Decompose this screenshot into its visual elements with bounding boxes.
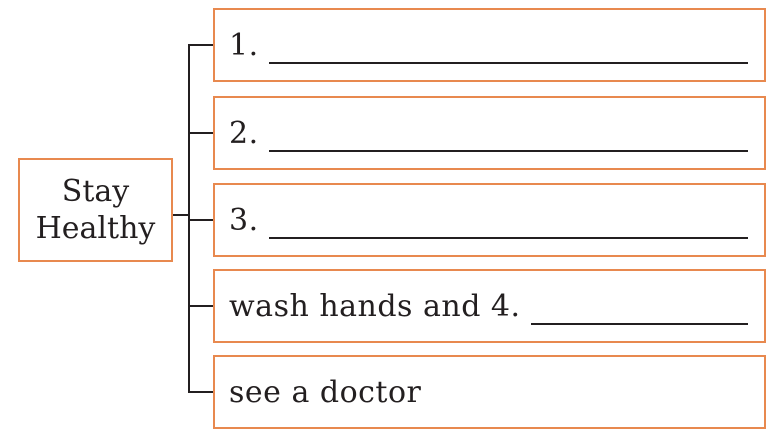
branch-connector-2 bbox=[188, 132, 213, 134]
answer-blank-4[interactable] bbox=[530, 299, 748, 325]
root-node-line-2: Healthy bbox=[35, 211, 156, 246]
branch-connector-4 bbox=[188, 305, 213, 307]
root-node-box: Stay Healthy bbox=[18, 158, 173, 262]
branch-connector-5 bbox=[188, 391, 213, 393]
root-connector-line bbox=[173, 214, 189, 216]
branch-box-5: see a doctor bbox=[213, 355, 766, 429]
branch-label-3: 3. bbox=[229, 202, 259, 238]
answer-blank-3[interactable] bbox=[268, 213, 748, 239]
branch-label-4: wash hands and 4. bbox=[229, 288, 521, 324]
answer-blank-1[interactable] bbox=[268, 38, 748, 64]
answer-blank-2[interactable] bbox=[268, 126, 748, 152]
branch-box-1: 1. bbox=[213, 8, 766, 82]
root-node-line-1: Stay bbox=[61, 174, 130, 209]
branch-box-2: 2. bbox=[213, 96, 766, 170]
branch-connector-3 bbox=[188, 219, 213, 221]
branch-label-2: 2. bbox=[229, 115, 259, 151]
branch-connector-1 bbox=[188, 44, 213, 46]
branch-box-4: wash hands and 4. bbox=[213, 269, 766, 343]
branch-box-3: 3. bbox=[213, 183, 766, 257]
branch-label-5: see a doctor bbox=[229, 374, 422, 410]
branch-label-1: 1. bbox=[229, 27, 259, 63]
